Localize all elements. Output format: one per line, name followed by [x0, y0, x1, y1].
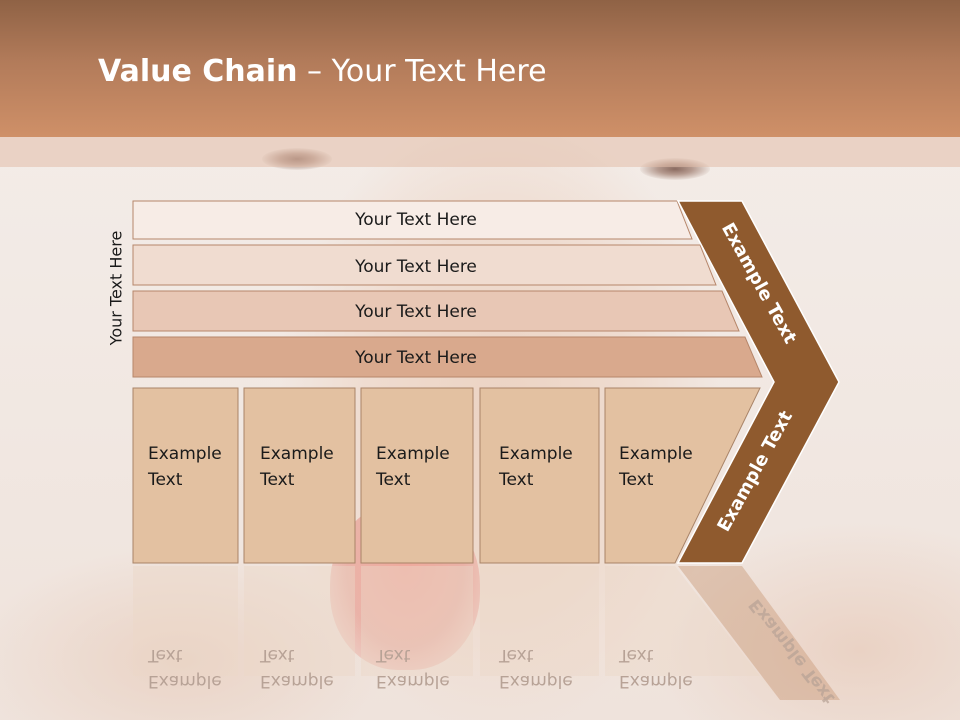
reflection-label: Example — [260, 671, 334, 691]
cell-5-label-line1: Example — [619, 444, 693, 464]
reflection-label: Text — [259, 645, 295, 665]
reflection — [133, 566, 840, 700]
cell-3-label-line1: Example — [376, 444, 450, 464]
reflection-cell — [605, 566, 760, 676]
title-bold: Value Chain — [98, 54, 298, 89]
reflection-cell — [133, 566, 238, 676]
reflection-cell — [361, 566, 473, 676]
cell-4-label-line1: Example — [499, 444, 573, 464]
chevron-arrow[interactable] — [676, 200, 840, 564]
cell-1-label-line2: Text — [147, 470, 183, 490]
row-bar-1[interactable] — [132, 200, 693, 240]
cell-3-label-line2: Text — [375, 470, 411, 490]
cell-1[interactable] — [132, 387, 239, 564]
reflection-label: Text — [498, 645, 534, 665]
reflection-label: Text — [618, 645, 654, 665]
cell-4[interactable] — [479, 387, 600, 564]
cell-5[interactable] — [604, 387, 761, 564]
title-bar — [0, 0, 960, 137]
reflection-label: Example — [619, 671, 693, 691]
cell-1-label-line1: Example — [148, 444, 222, 464]
title-bar-band — [0, 137, 960, 167]
row-bar-2[interactable] — [132, 244, 717, 286]
title-rest: – Your Text Here — [297, 54, 547, 89]
row-bar-4[interactable] — [132, 336, 763, 378]
row-label-1: Your Text Here — [354, 210, 477, 230]
cell-5-label-line2: Text — [618, 470, 654, 490]
cell-3[interactable] — [360, 387, 474, 564]
slide-title: Value Chain – Your Text Here — [98, 54, 547, 89]
reflection-label: Text — [375, 645, 411, 665]
row-label-3: Your Text Here — [354, 302, 477, 322]
reflection-label: Example — [376, 671, 450, 691]
cell-2[interactable] — [243, 387, 356, 564]
cell-2-label-line2: Text — [259, 470, 295, 490]
cell-2-label-line1: Example — [260, 444, 334, 464]
row-label-2: Your Text Here — [354, 257, 477, 277]
row-bar-3[interactable] — [132, 290, 740, 332]
reflection-label: Example — [499, 671, 573, 691]
reflection-cell — [244, 566, 355, 676]
cell-4-label-line2: Text — [498, 470, 534, 490]
reflection-cell — [480, 566, 599, 676]
reflection-label: Example — [148, 671, 222, 691]
reflection-chevron — [678, 566, 840, 700]
reflection-label: Text — [147, 645, 183, 665]
row-label-4: Your Text Here — [354, 348, 477, 368]
